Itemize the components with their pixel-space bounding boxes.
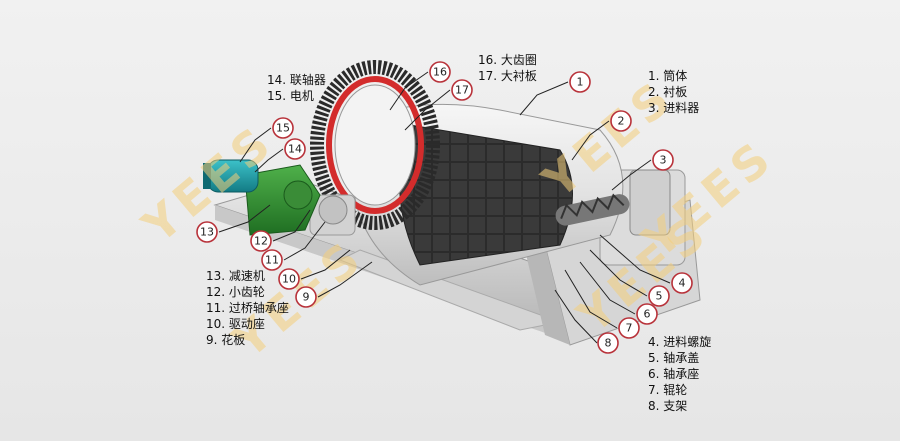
legend-top-left: 14. 联轴器 15. 电机 [267, 72, 326, 104]
callout-6: 6 [636, 303, 658, 325]
svg-text:5: 5 [656, 290, 663, 303]
svg-text:7: 7 [626, 322, 633, 335]
svg-text:16: 16 [433, 66, 447, 79]
legend-item: 14. 联轴器 [267, 73, 326, 87]
legend-item: 3. 进料器 [648, 101, 700, 115]
legend-top-right: 1. 筒体 2. 衬板 3. 进料器 [648, 68, 699, 116]
svg-text:13: 13 [200, 226, 214, 239]
callout-1: 1 [569, 71, 591, 93]
svg-text:17: 17 [455, 84, 469, 97]
legend-item: 9. 花板 [206, 333, 246, 347]
legend-item: 11. 过桥轴承座 [206, 301, 289, 315]
svg-text:8: 8 [605, 337, 612, 350]
callout-13: 13 [196, 221, 218, 243]
svg-text:12: 12 [254, 235, 268, 248]
callout-9: 9 [295, 286, 317, 308]
callout-14: 14 [284, 138, 306, 160]
callout-12: 12 [250, 230, 272, 252]
callout-5: 5 [648, 285, 670, 307]
callout-17: 17 [451, 79, 473, 101]
motor [203, 159, 259, 193]
callout-7: 7 [618, 317, 640, 339]
legend-item: 12. 小齿轮 [206, 285, 265, 299]
callout-11: 11 [261, 249, 283, 271]
legend-item: 4. 进料螺旋 [648, 335, 712, 349]
legend-item: 7. 辊轮 [648, 383, 688, 397]
legend-item: 8. 支架 [648, 399, 688, 413]
svg-text:4: 4 [679, 277, 686, 290]
gear-ring [310, 60, 440, 230]
svg-text:10: 10 [282, 273, 296, 286]
callout-4: 4 [671, 272, 693, 294]
legend-bottom-right: 4. 进料螺旋 5. 轴承盖 6. 轴承座 7. 辊轮 8. 支架 [648, 334, 711, 414]
legend-item: 1. 筒体 [648, 69, 688, 83]
svg-text:14: 14 [288, 143, 302, 156]
legend-item: 15. 电机 [267, 89, 314, 103]
callout-16: 16 [429, 61, 451, 83]
legend-item: 17. 大衬板 [478, 69, 537, 83]
svg-text:3: 3 [660, 154, 667, 167]
callout-8: 8 [597, 332, 619, 354]
callout-2: 2 [610, 110, 632, 132]
svg-text:9: 9 [303, 291, 310, 304]
legend-top-center: 16. 大齿圈 17. 大衬板 [478, 52, 537, 84]
svg-text:2: 2 [618, 115, 625, 128]
feed-screw [555, 169, 671, 236]
svg-text:6: 6 [644, 308, 651, 321]
callout-3: 3 [652, 149, 674, 171]
legend-bottom-left: 13. 减速机 12. 小齿轮 11. 过桥轴承座 10. 驱动座 9. 花板 [206, 268, 289, 348]
svg-text:11: 11 [265, 254, 279, 267]
callout-15: 15 [272, 117, 294, 139]
legend-item: 6. 轴承座 [648, 367, 700, 381]
callout-10: 10 [278, 268, 300, 290]
reducer [244, 164, 321, 236]
legend-item: 13. 减速机 [206, 269, 265, 283]
legend-item: 16. 大齿圈 [478, 53, 537, 67]
legend-item: 10. 驱动座 [206, 317, 265, 331]
legend-item: 5. 轴承盖 [648, 351, 700, 365]
leader-lines [218, 71, 671, 344]
legend-item: 2. 衬板 [648, 85, 688, 99]
svg-text:1: 1 [577, 76, 584, 89]
svg-text:15: 15 [276, 122, 290, 135]
